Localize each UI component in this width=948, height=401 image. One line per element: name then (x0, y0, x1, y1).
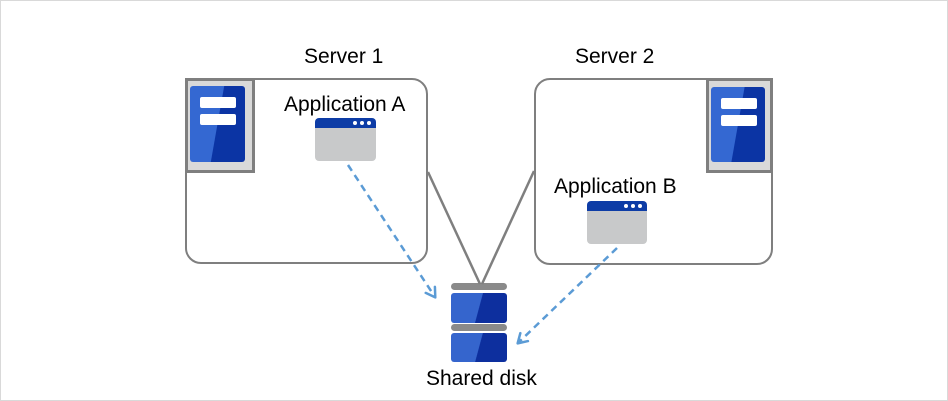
tower-slot (721, 98, 757, 109)
window-buttons-icon (353, 121, 371, 125)
disk-cap (451, 283, 507, 290)
application-a-label: Application A (284, 93, 406, 116)
connector-server1-to-disk (426, 171, 482, 285)
server2-label: Server 2 (575, 45, 655, 68)
application-b-label: Application B (554, 175, 677, 198)
tower-slot (200, 114, 236, 125)
window-buttons-icon (624, 204, 642, 208)
disk-cap (451, 324, 507, 331)
window-titlebar (587, 201, 647, 211)
shared-disk-icon (451, 283, 507, 362)
tower-body (711, 87, 765, 162)
connector-server2-to-disk (480, 170, 536, 285)
disk-segment (451, 293, 507, 323)
window-body (587, 211, 647, 244)
tower-slot (721, 115, 757, 126)
server1-tower-icon (185, 78, 255, 173)
tower-body (190, 86, 245, 162)
shared-disk-label: Shared disk (426, 367, 537, 390)
server1-label: Server 1 (304, 45, 384, 68)
window-titlebar (315, 118, 376, 128)
server2-tower-icon (706, 78, 773, 173)
application-b-window-icon (587, 201, 647, 244)
disk-segment (451, 333, 507, 362)
window-body (315, 128, 376, 161)
tower-slot (200, 97, 236, 108)
application-a-window-icon (315, 118, 376, 161)
